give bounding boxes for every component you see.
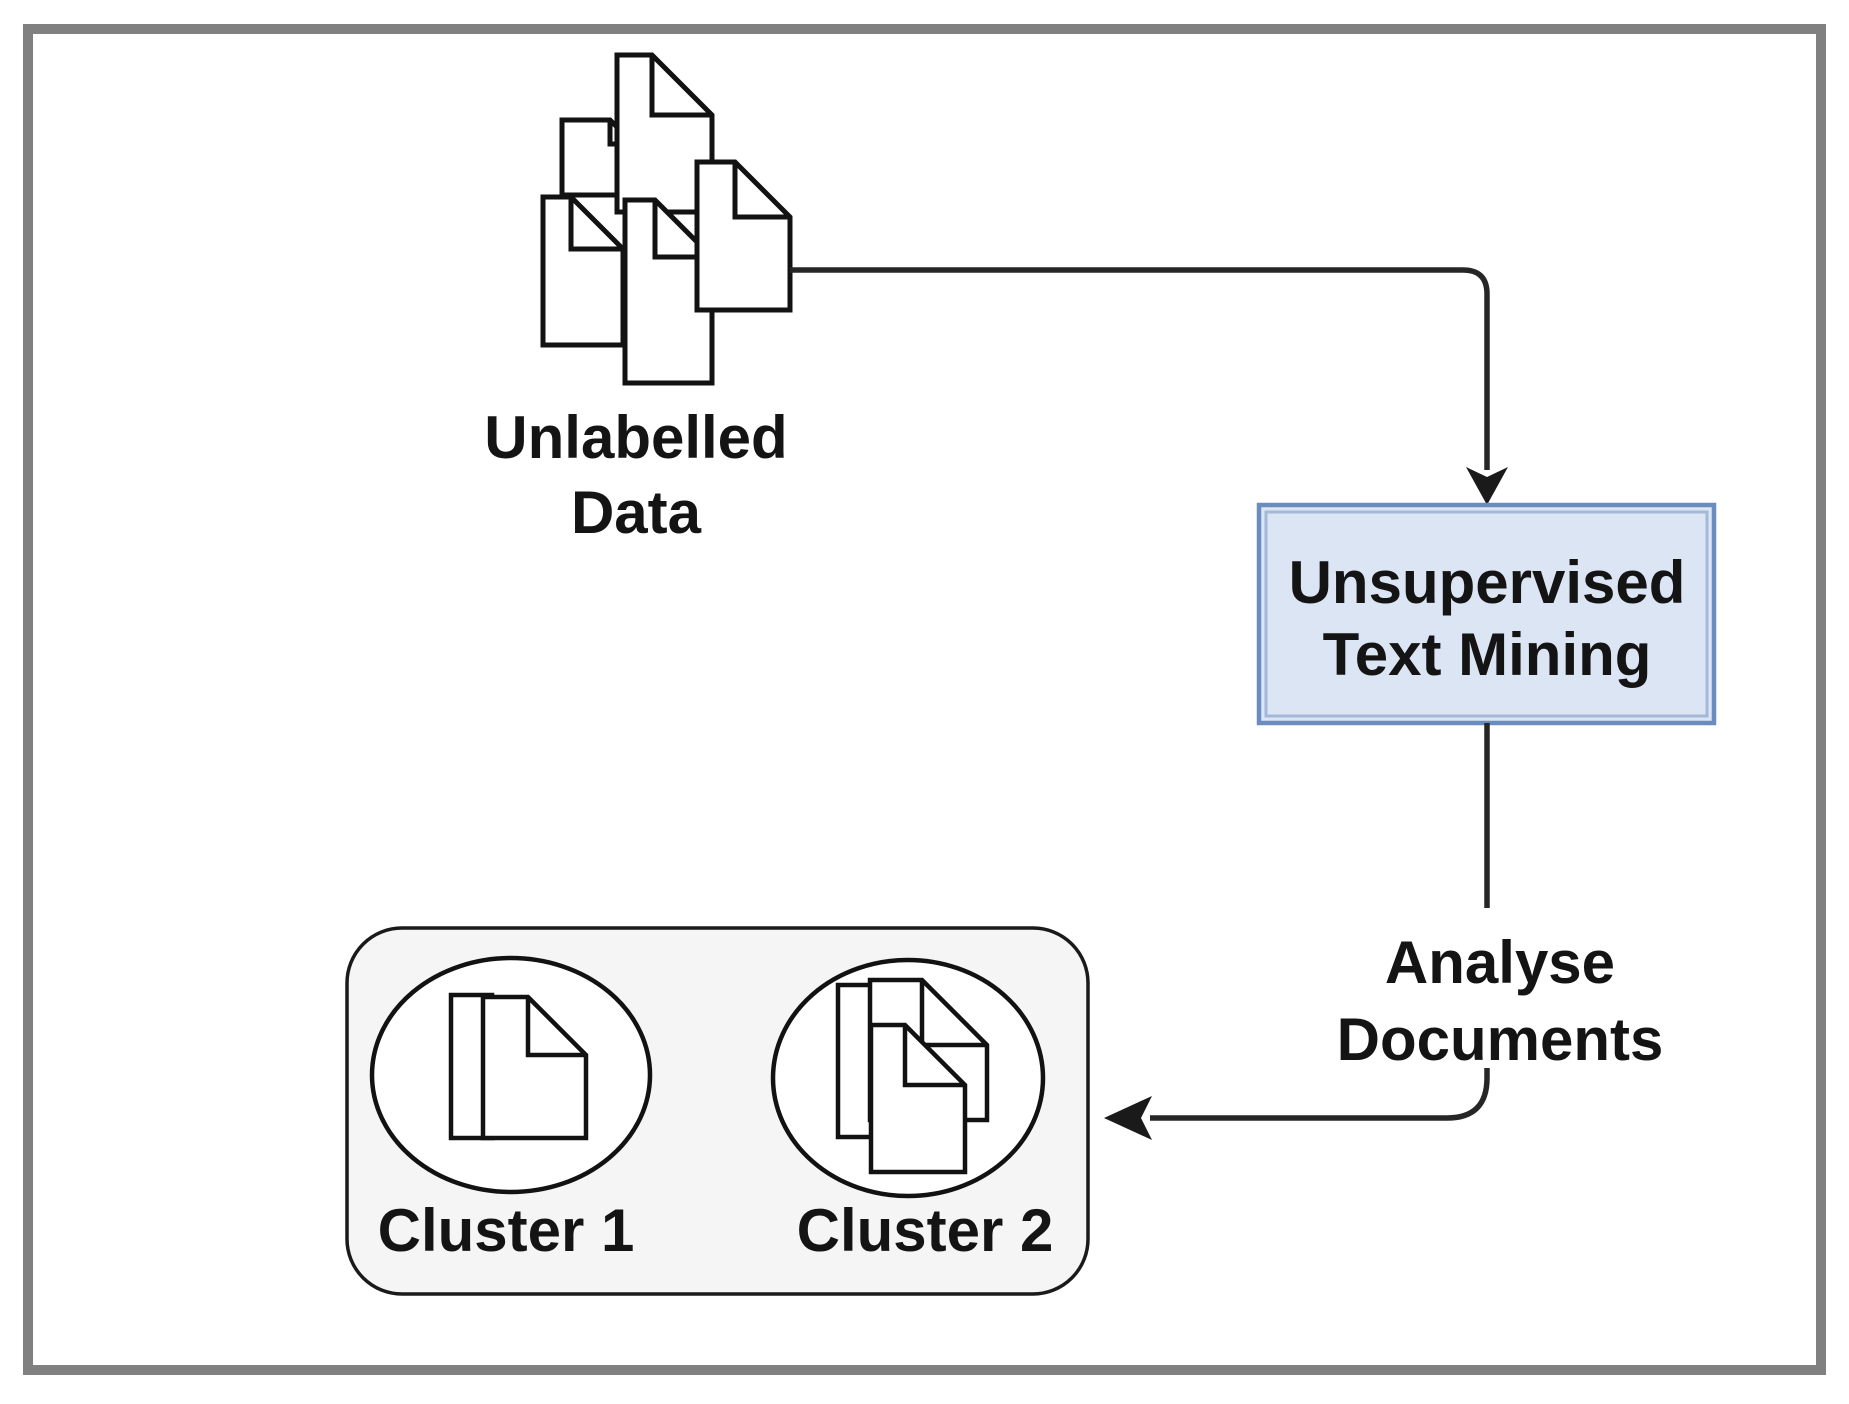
unlabelled-data-label-line2: Data <box>571 479 702 546</box>
cluster-2: Cluster 2 <box>770 957 1054 1264</box>
clusters-container: Cluster 1 Cluster 2 <box>345 926 1090 1296</box>
arrowhead-left-icon <box>1104 1096 1152 1140</box>
process-box: Unsupervised Text Mining <box>1256 502 1717 726</box>
unlabelled-data-label-line1: Unlabelled <box>484 404 787 471</box>
document-page-icon <box>480 994 589 1141</box>
process-box-inner-bevel <box>1264 510 1709 718</box>
documents-stack-icon <box>540 52 793 386</box>
document-page-icon <box>868 1022 968 1175</box>
process-box-label-line2: Text Mining <box>1323 621 1652 688</box>
cluster-2-label: Cluster 2 <box>797 1197 1054 1264</box>
flow-line-to-clusters <box>1150 1068 1490 1121</box>
arrowhead-down-icon <box>1466 467 1508 505</box>
document-page-icon <box>694 159 793 313</box>
analyse-documents-label-line1: Analyse <box>1385 929 1615 996</box>
cluster-1-label: Cluster 1 <box>378 1197 635 1264</box>
cluster-2-documents-icon <box>835 977 990 1175</box>
process-box-label-line1: Unsupervised <box>1289 549 1686 616</box>
document-page-icon <box>622 197 715 386</box>
cluster-1: Cluster 1 <box>369 955 653 1264</box>
cluster-1-documents-icon <box>448 992 589 1141</box>
document-page-icon <box>835 982 875 1140</box>
flow-line-docs-to-process <box>790 267 1490 470</box>
analyse-documents-label-line2: Documents <box>1337 1006 1664 1073</box>
